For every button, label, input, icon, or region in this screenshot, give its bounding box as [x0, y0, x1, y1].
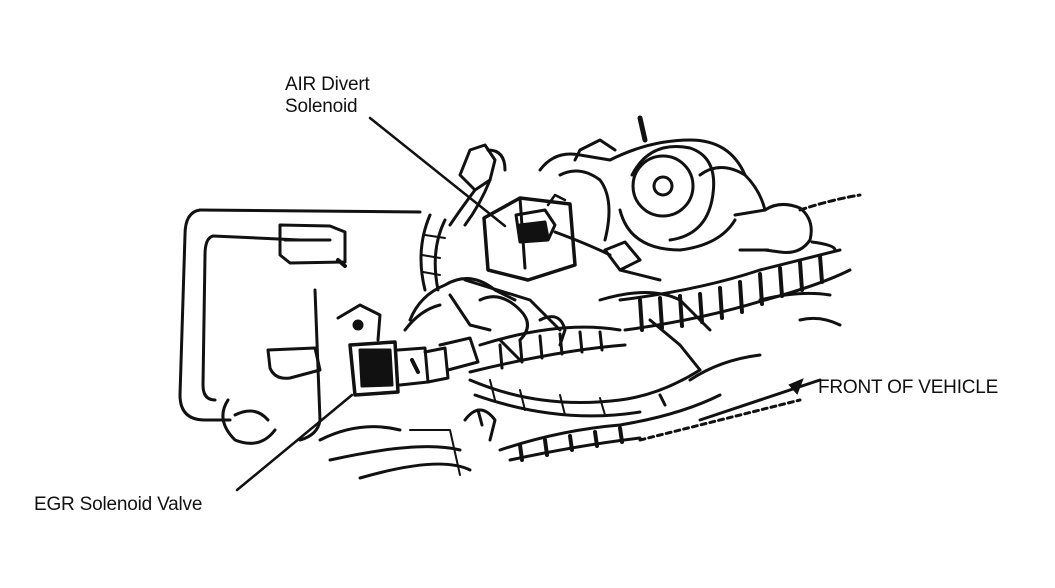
solenoid-connector [553, 230, 662, 282]
wiring-harness [468, 248, 852, 418]
air-divert-leader-line [368, 116, 507, 228]
egr-solenoid-valve [336, 303, 480, 397]
leader-lines [235, 116, 507, 492]
air-pump-pulley [538, 115, 767, 252]
intake-throttle-body [403, 277, 567, 362]
air-hose-outlet [733, 193, 862, 254]
front-of-vehicle-label: FRONT OF VEHICLE [818, 377, 999, 398]
air-cleaner-housing [178, 208, 422, 422]
egr-solenoid-valve-label: EGR Solenoid Valve [34, 494, 203, 515]
egr-leader-line [235, 393, 354, 492]
air-divert-solenoid [482, 193, 577, 282]
lower-engine-lines [318, 291, 842, 480]
air-divert-solenoid-label: AIR Divert Solenoid [285, 74, 370, 118]
air-divert-label-line2: Solenoid [285, 96, 358, 117]
air-divert-label-line1: AIR Divert [285, 74, 370, 95]
